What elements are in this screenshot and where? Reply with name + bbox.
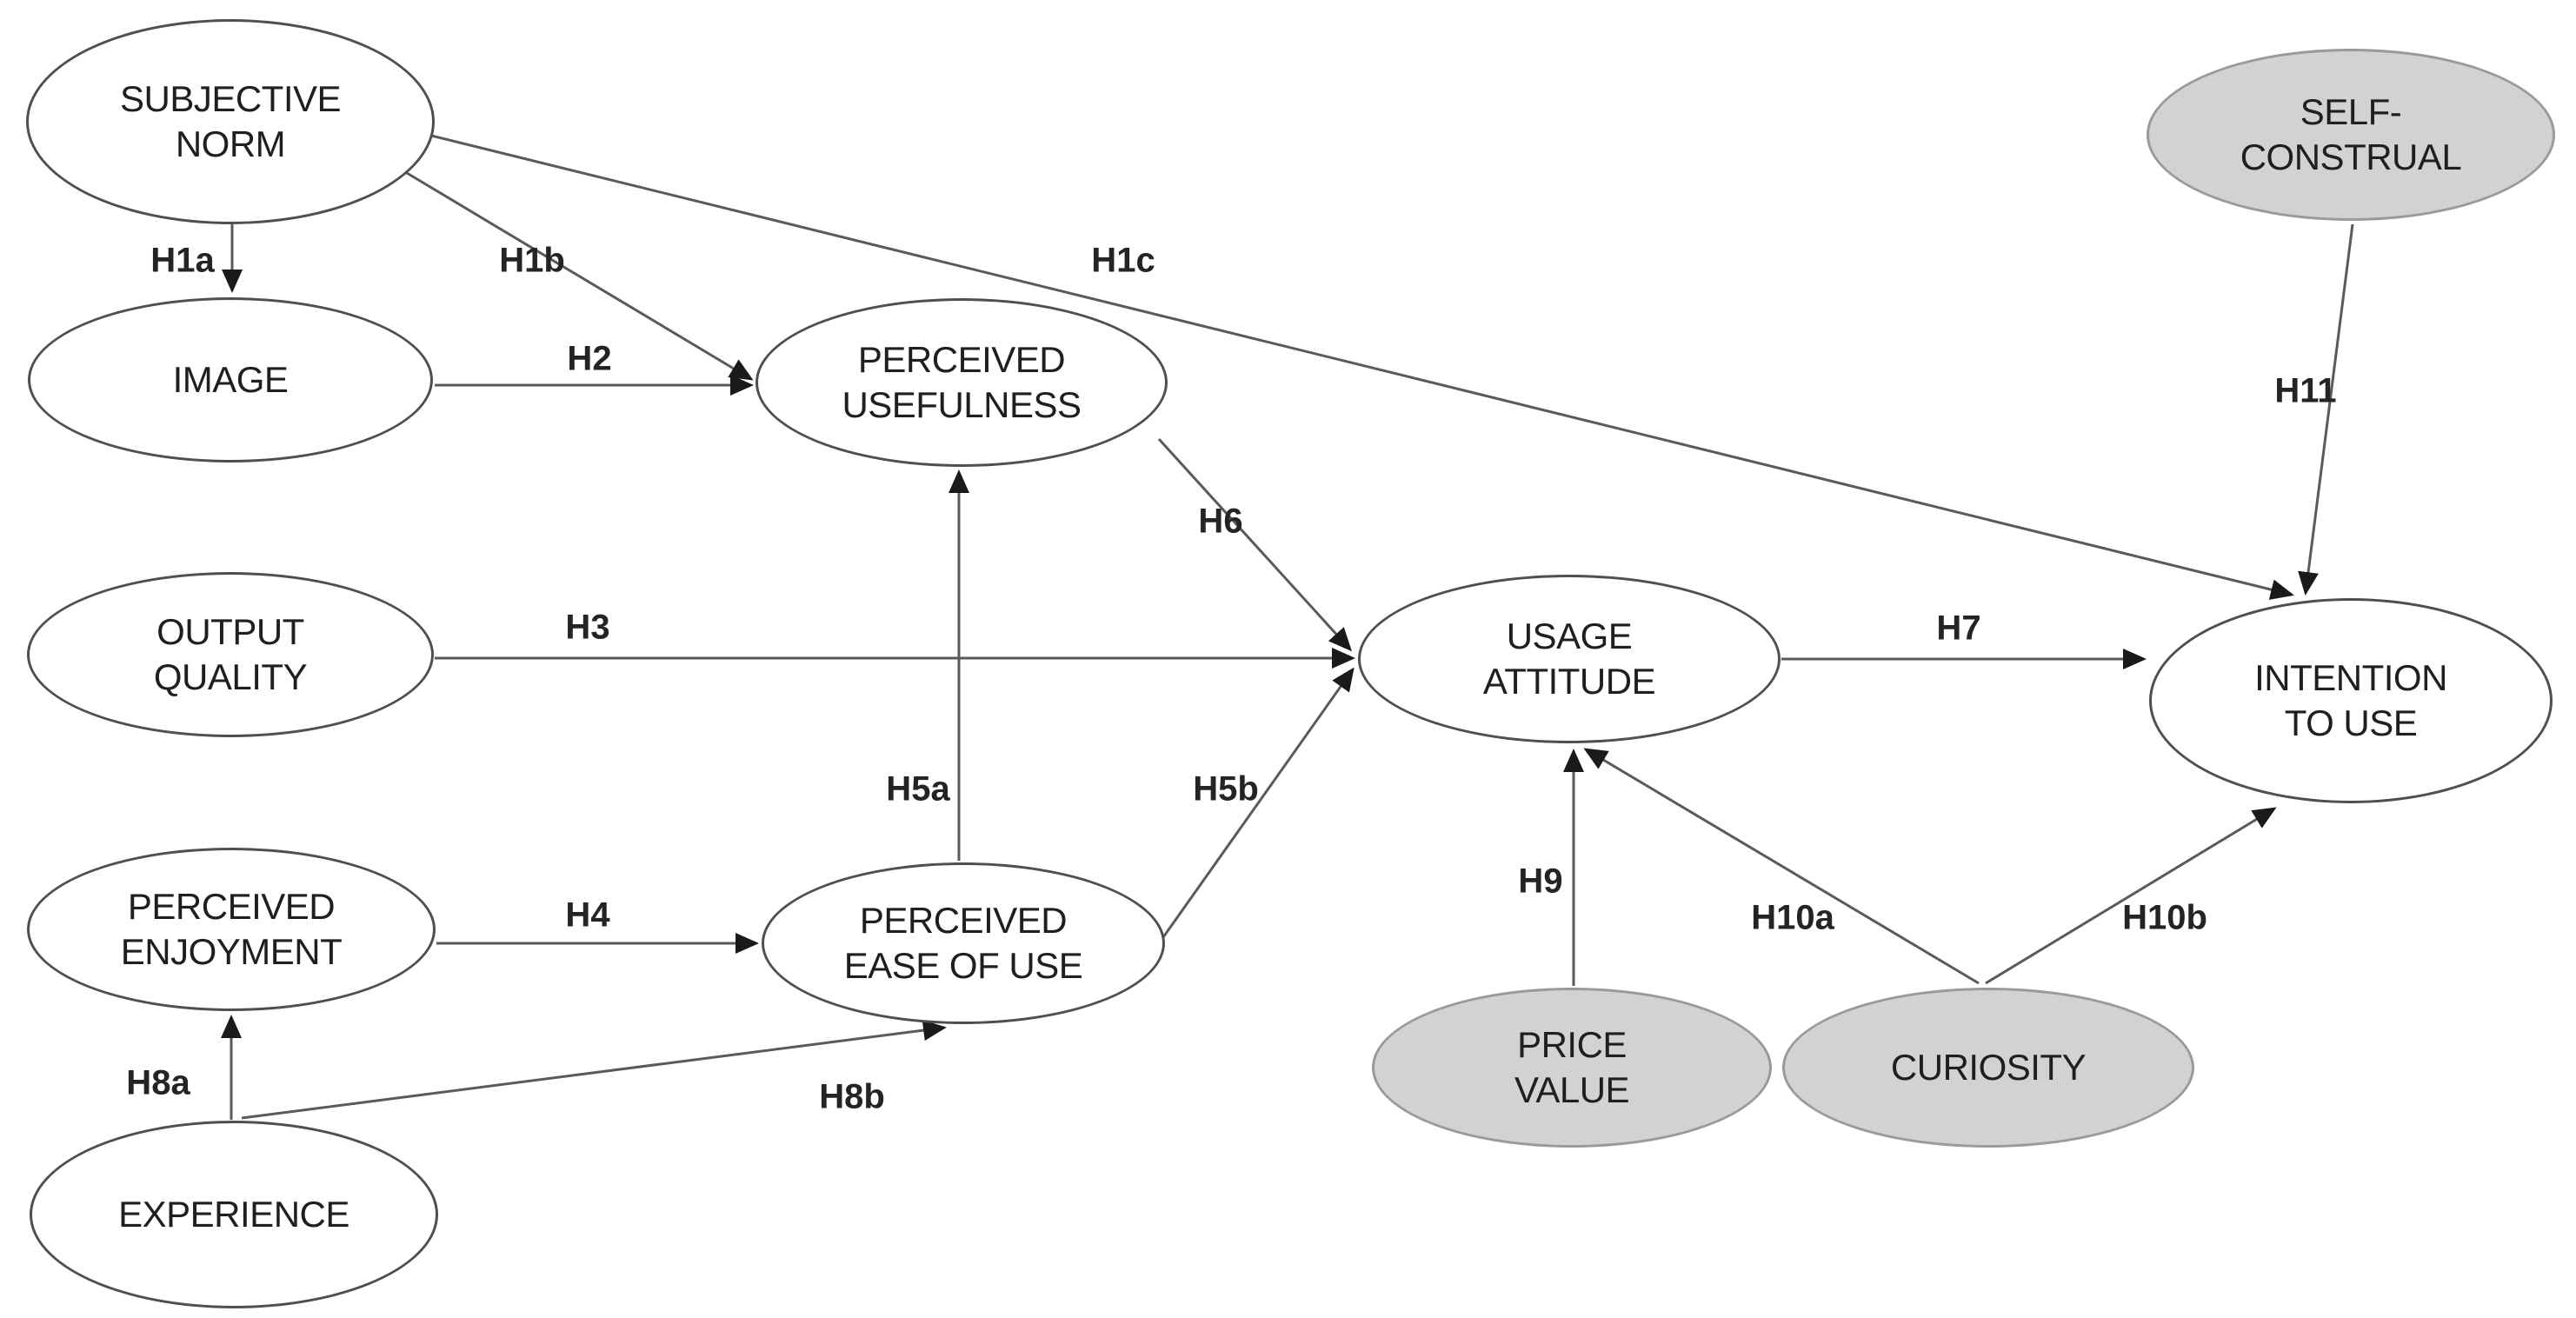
- edge-label-h11: H11: [2274, 371, 2337, 410]
- edge-label-h1a: H1a: [150, 241, 215, 280]
- node-label: OUTPUT QUALITY: [153, 610, 308, 697]
- node-perceived-enjoyment: PERCEIVED ENJOYMENT: [27, 848, 436, 1011]
- node-label: INTENTION TO USE: [2254, 656, 2447, 743]
- edge-label-h10b: H10b: [2122, 898, 2207, 937]
- node-label: PERCEIVED USEFULNESS: [842, 338, 1082, 425]
- h6-arrow: [1157, 437, 1353, 652]
- h10b-arrow: [1985, 807, 2277, 985]
- h1c-arrow: [427, 133, 2294, 600]
- node-image: IMAGE: [28, 297, 433, 463]
- node-label: PRICE VALUE: [1514, 1023, 1630, 1110]
- node-perceived-usefulness: PERCEIVED USEFULNESS: [755, 298, 1168, 467]
- edge-label-h8b: H8b: [819, 1077, 885, 1116]
- node-perceived-ease-of-use: PERCEIVED EASE OF USE: [762, 862, 1165, 1024]
- edge-label-h1c: H1c: [1091, 241, 1155, 280]
- edge-label-h2: H2: [567, 339, 612, 378]
- node-price-value: PRICE VALUE: [1372, 988, 1772, 1148]
- node-self-construal: SELF- CONSTRUAL: [2147, 49, 2555, 221]
- h11-arrow: [2298, 223, 2354, 596]
- edge-label-h8a: H8a: [126, 1063, 190, 1102]
- node-label: SELF- CONSTRUAL: [2240, 90, 2462, 177]
- h8b-arrow: [241, 1020, 947, 1120]
- h5b-arrow: [1162, 667, 1355, 938]
- node-label: PERCEIVED ENJOYMENT: [120, 885, 343, 972]
- edge-label-h6: H6: [1198, 502, 1243, 541]
- node-label: CURIOSITY: [1890, 1046, 2087, 1088]
- node-curiosity: CURIOSITY: [1782, 988, 2194, 1148]
- node-label: EXPERIENCE: [118, 1193, 349, 1235]
- h10a-arrow: [1583, 748, 1980, 985]
- edge-label-h9: H9: [1518, 862, 1563, 901]
- node-subjective-norm: SUBJECTIVE NORM: [26, 19, 435, 224]
- node-usage-attitude: USAGE ATTITUDE: [1358, 575, 1781, 743]
- edge-label-h4: H4: [565, 895, 610, 935]
- h1b-arrow: [402, 169, 754, 381]
- edge-label-h3: H3: [565, 608, 610, 647]
- edge-label-h1b: H1b: [499, 241, 565, 280]
- node-experience: EXPERIENCE: [30, 1121, 438, 1308]
- node-output-quality: OUTPUT QUALITY: [27, 572, 434, 737]
- edge-label-h7: H7: [1936, 609, 1981, 648]
- node-label: SUBJECTIVE NORM: [119, 77, 342, 164]
- node-label: PERCEIVED EASE OF USE: [843, 899, 1083, 986]
- edge-label-h10a: H10a: [1751, 898, 1834, 937]
- edge-label-h5a: H5a: [886, 769, 950, 809]
- node-intention-to-use: INTENTION TO USE: [2149, 598, 2553, 803]
- node-label: USAGE ATTITUDE: [1482, 615, 1656, 702]
- node-label: IMAGE: [172, 358, 289, 400]
- edge-label-h5b: H5b: [1193, 769, 1259, 809]
